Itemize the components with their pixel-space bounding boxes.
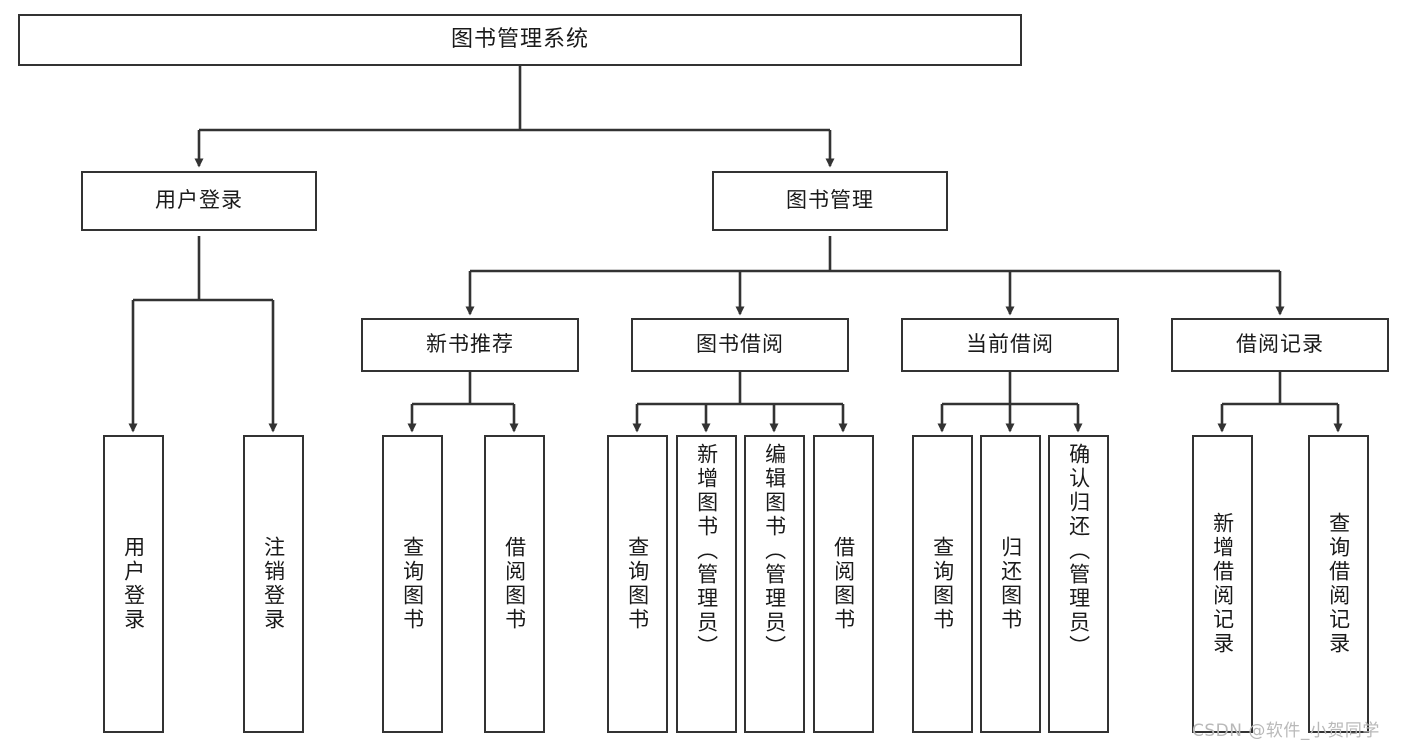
- leaf-add-book-admin[interactable]: 新增图书（管理员）: [676, 435, 737, 733]
- leaf-logout[interactable]: 注销登录: [243, 435, 304, 733]
- leaf-add-borrow-record[interactable]: 新增借阅记录: [1192, 435, 1253, 733]
- node-book-management[interactable]: 图书管理: [712, 171, 948, 231]
- leaf-user-login[interactable]: 用户登录: [103, 435, 164, 733]
- node-user-login[interactable]: 用户登录: [81, 171, 317, 231]
- csdn-watermark: CSDN @软件_小贺同学: [1192, 721, 1380, 741]
- leaf-query-book-borrow[interactable]: 查询图书: [607, 435, 668, 733]
- leaf-borrow-book-newrec[interactable]: 借阅图书: [484, 435, 545, 733]
- leaf-return-book[interactable]: 归还图书: [980, 435, 1041, 733]
- leaf-confirm-return-admin[interactable]: 确认归还（管理员）: [1048, 435, 1109, 733]
- node-root-book-management-system[interactable]: 图书管理系统: [18, 14, 1022, 66]
- node-current-borrowing[interactable]: 当前借阅: [901, 318, 1119, 372]
- leaf-borrow-book-borrow[interactable]: 借阅图书: [813, 435, 874, 733]
- node-borrowing-record[interactable]: 借阅记录: [1171, 318, 1389, 372]
- leaf-query-borrow-record[interactable]: 查询借阅记录: [1308, 435, 1369, 733]
- node-book-borrowing[interactable]: 图书借阅: [631, 318, 849, 372]
- node-new-book-recommendation[interactable]: 新书推荐: [361, 318, 579, 372]
- leaf-query-book-newrec[interactable]: 查询图书: [382, 435, 443, 733]
- leaf-query-book-current[interactable]: 查询图书: [912, 435, 973, 733]
- leaf-edit-book-admin[interactable]: 编辑图书（管理员）: [744, 435, 805, 733]
